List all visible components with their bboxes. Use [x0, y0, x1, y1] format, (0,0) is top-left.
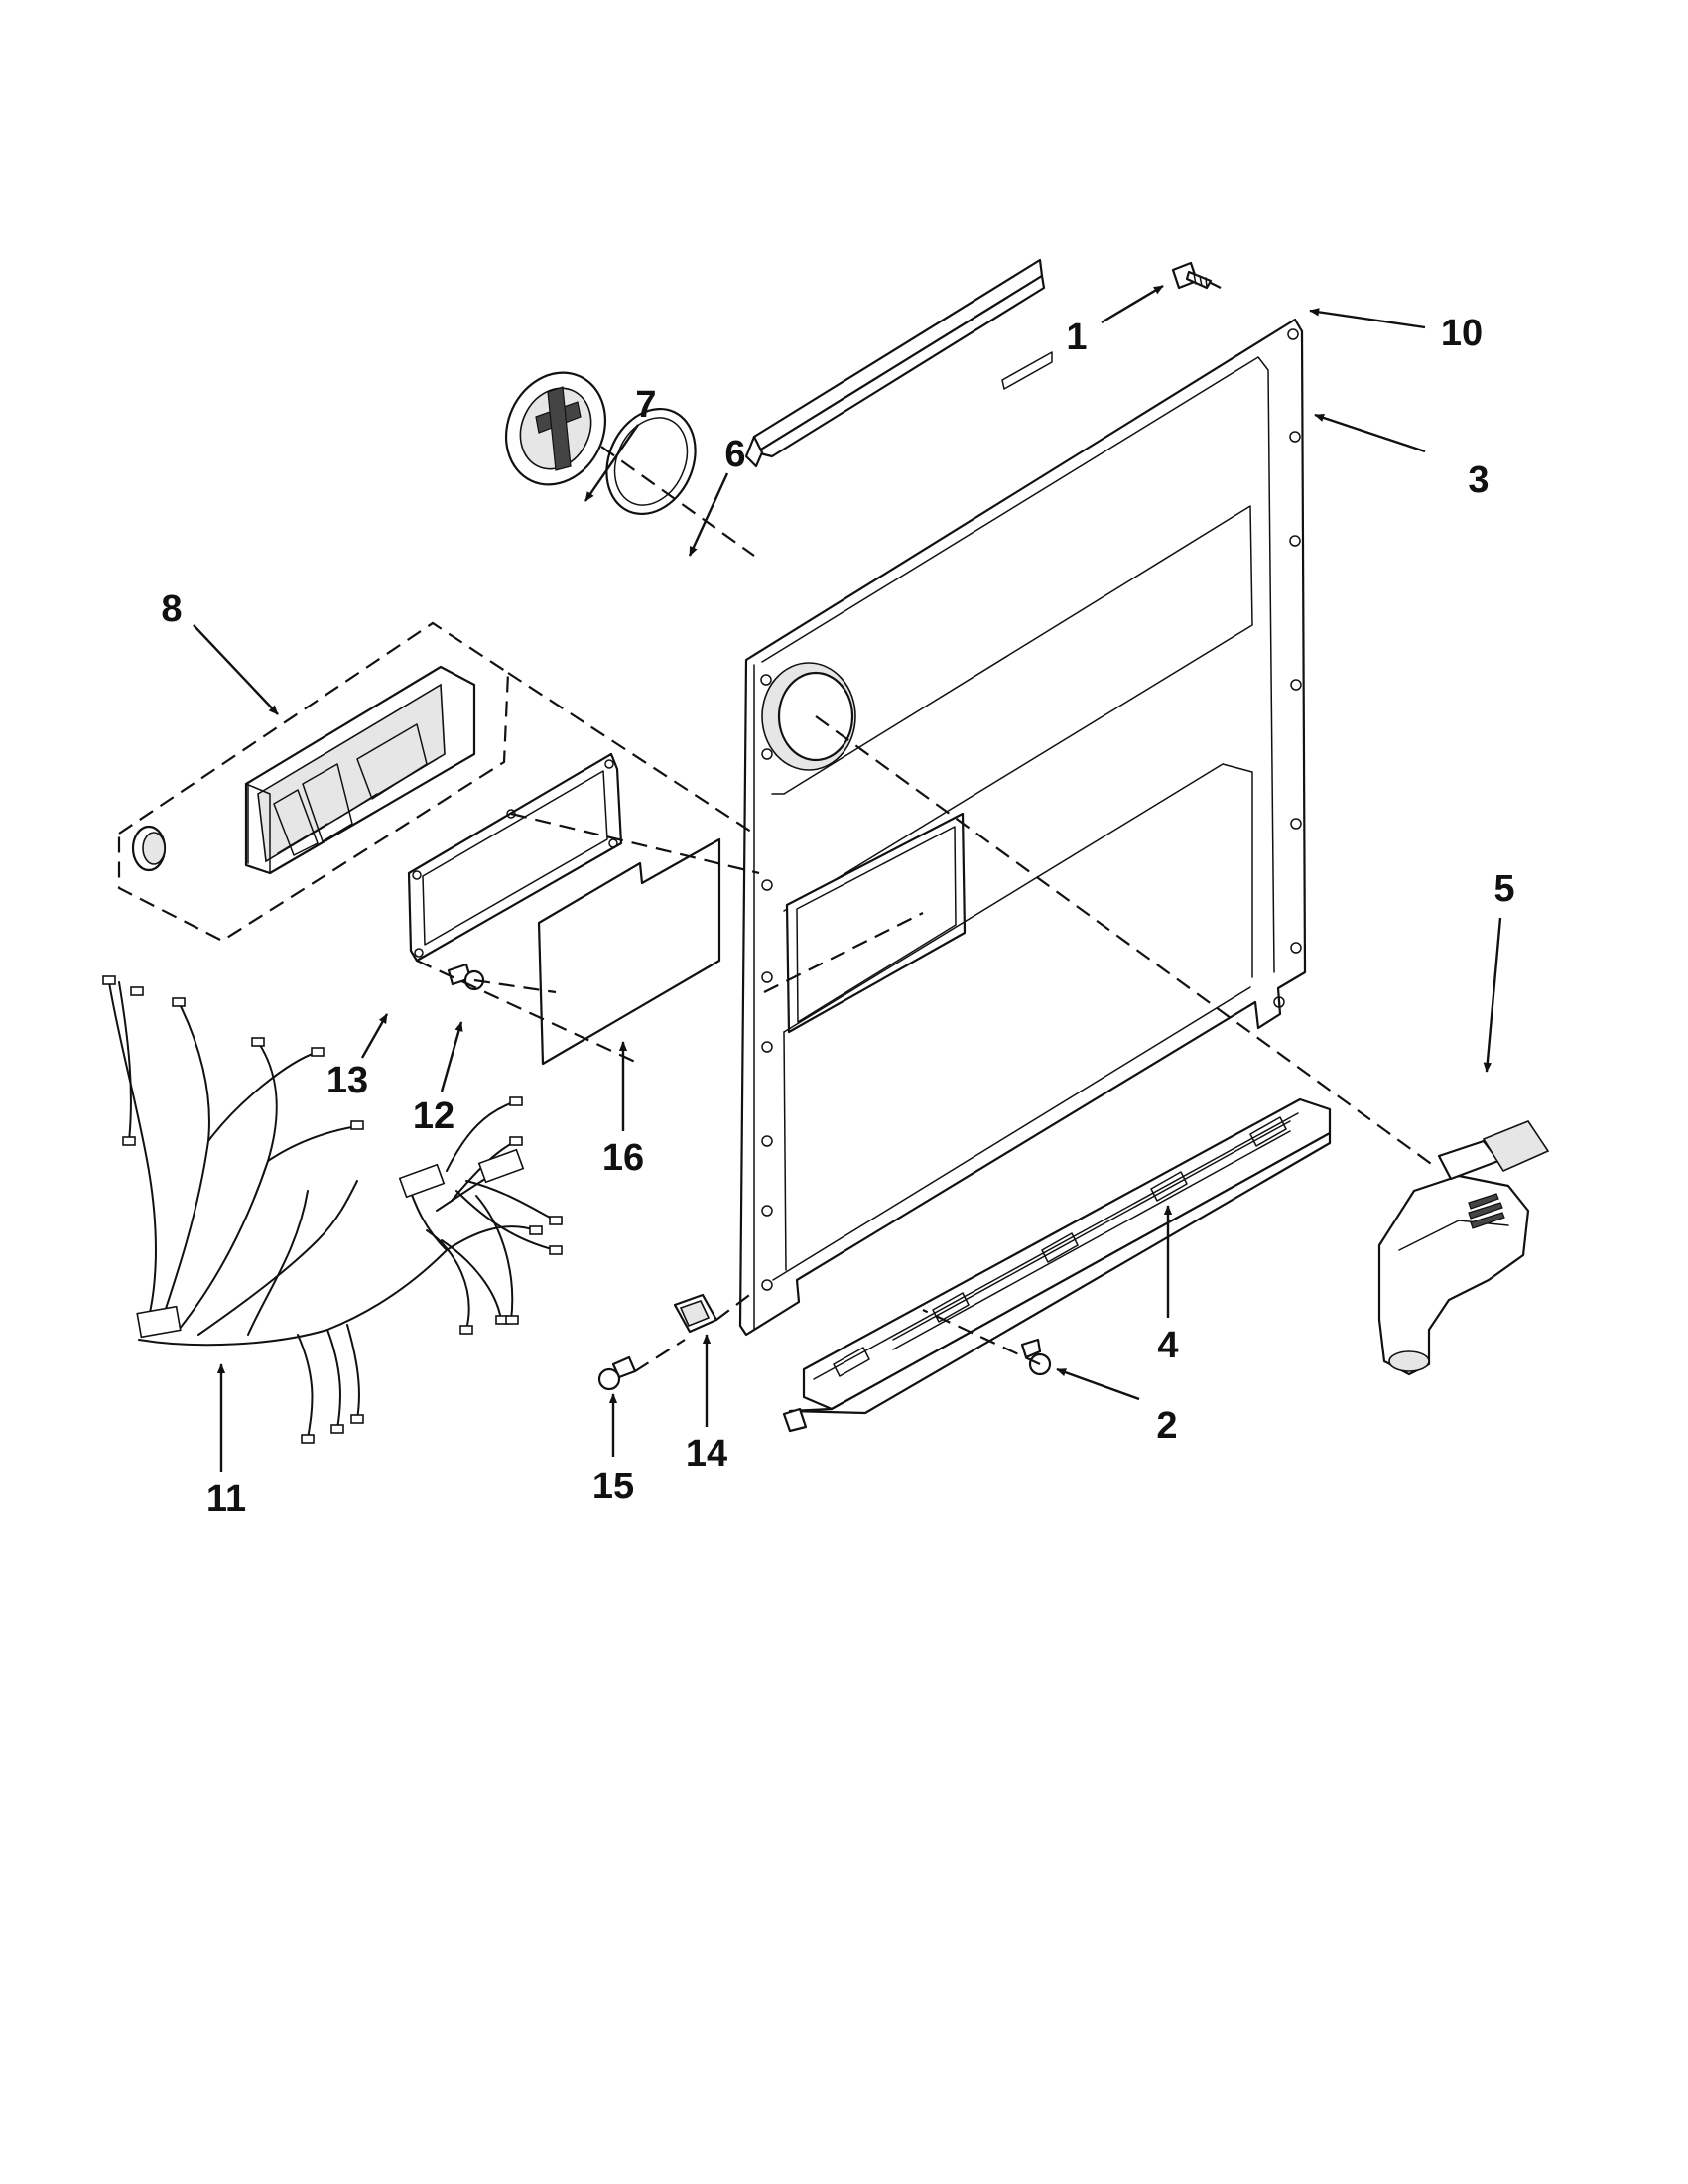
door-vent-strip [744, 258, 1053, 468]
screw-part-1 [1171, 261, 1213, 290]
door-bottom-rail [782, 1097, 1332, 1433]
control-gasket-frame [407, 752, 623, 963]
callout-14: 14 [686, 1433, 727, 1475]
callout-7: 7 [635, 384, 656, 426]
callout-6: 6 [724, 434, 745, 475]
control-module [117, 621, 510, 943]
latch-clip [673, 1293, 718, 1334]
callouts: 1 10 3 7 6 8 5 13 12 16 4 2 14 15 11 [161, 313, 1514, 1520]
alignment-lines [416, 282, 1435, 1372]
callout-16: 16 [602, 1137, 644, 1179]
vent-cover [504, 371, 607, 486]
callout-3: 3 [1468, 459, 1489, 501]
inner-door-panel [738, 318, 1307, 1337]
callout-12: 12 [413, 1095, 454, 1137]
leader-lines [193, 284, 1502, 1472]
callout-4: 4 [1157, 1325, 1178, 1366]
callout-11: 11 [206, 1478, 246, 1520]
wire-harness [102, 975, 563, 1444]
callout-5: 5 [1493, 868, 1514, 910]
callout-13: 13 [326, 1060, 368, 1101]
control-insulation-plate [537, 837, 721, 1066]
callout-8: 8 [161, 588, 182, 630]
callout-1: 1 [1066, 317, 1087, 358]
callout-2: 2 [1156, 1405, 1177, 1447]
vent-gasket [605, 407, 697, 516]
callout-10: 10 [1441, 313, 1483, 354]
callout-15: 15 [592, 1466, 634, 1507]
screw-part-15 [597, 1355, 637, 1391]
vent-duct [1377, 1120, 1550, 1376]
